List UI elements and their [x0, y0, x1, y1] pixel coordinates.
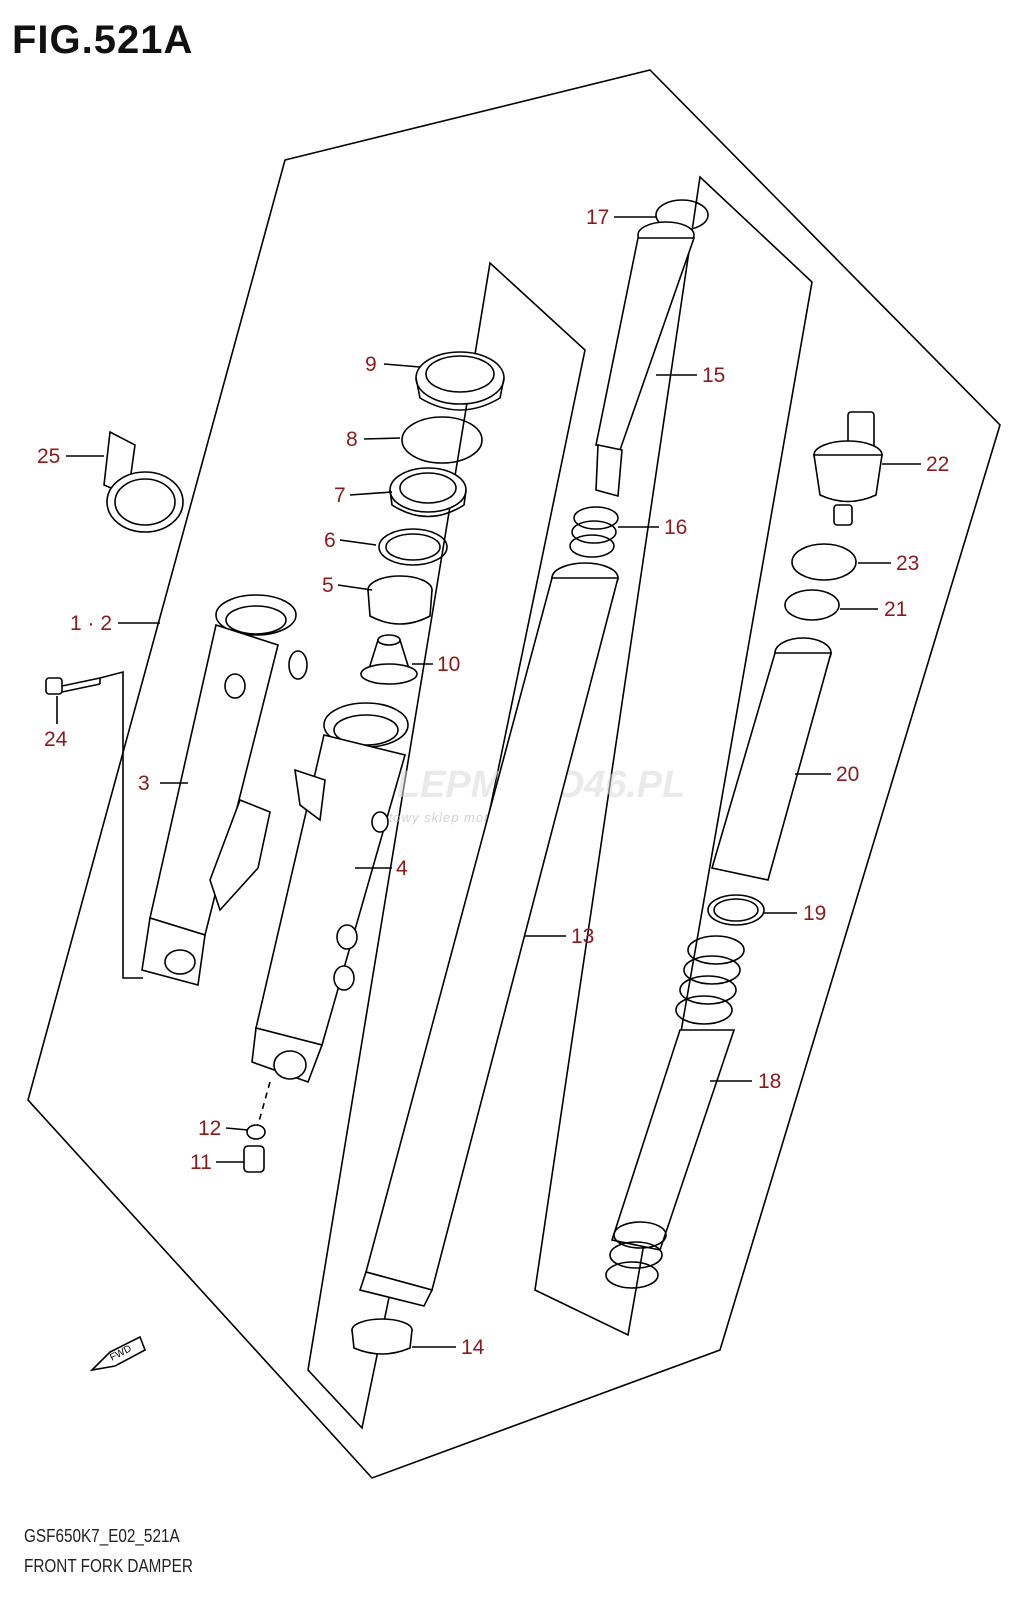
callout-label-inner-tube: 13	[571, 925, 594, 948]
callout-label-spacer: 20	[836, 763, 859, 786]
callout-label-outer-tube-assembly: 1 · 2	[70, 612, 112, 635]
callout-leader-oil-seal-stopper-ring	[363, 437, 401, 440]
callout-leader-dust-seal	[383, 363, 421, 368]
callout-label-fork-spring: 18	[758, 1070, 781, 1093]
oil-lock-piece-part	[360, 634, 418, 685]
slide-bushing-part	[351, 1318, 413, 1355]
callout-label-oil-lock-piece: 10	[437, 653, 460, 676]
inner-tube-part	[358, 562, 620, 1307]
callout-label-dust-seal: 9	[365, 353, 377, 376]
callout-label-outer-tube-left: 3	[138, 772, 150, 795]
rebound-spring-part	[569, 506, 619, 558]
damper-rod-part	[595, 221, 696, 498]
fork-spring-part	[605, 935, 745, 1289]
bushing-part	[367, 575, 433, 625]
oil-seal-part	[389, 467, 467, 518]
callout-label-hose-guide: 25	[37, 445, 60, 468]
dust-seal-part	[415, 351, 505, 411]
callout-label-damper-rod: 15	[702, 364, 725, 387]
callout-label-slide-bushing: 14	[461, 1336, 485, 1359]
forward-arrow-icon: FWD	[89, 1335, 147, 1372]
callout-layer: 1 · 2 3 4 5 6 7 8 9 10 11 12 13 14 15 16 17 18 19 20 21 22 23…	[37, 206, 949, 1359]
callout-label-spring-seat: 19	[803, 902, 826, 925]
o-ring-part	[791, 543, 857, 581]
callout-label-o-ring: 23	[896, 552, 919, 575]
callout-leader-washer	[339, 539, 377, 546]
callout-label-bushing: 5	[322, 574, 334, 597]
stopper-ring-part	[401, 416, 483, 464]
callout-label-outer-tube-right: 4	[396, 857, 408, 880]
callout-label-rebound-spring: 16	[664, 516, 687, 539]
gasket-part	[246, 1124, 266, 1140]
left-outer-tube-part	[141, 594, 308, 987]
callout-leader-gasket	[225, 1127, 249, 1131]
hose-guide-part	[103, 430, 184, 533]
figure-code: GSF650K7_E02_521A	[24, 1526, 180, 1546]
cap-bolt-part	[813, 411, 883, 526]
damper-panel	[534, 175, 813, 1337]
callout-label-piston-ring: 17	[586, 206, 609, 229]
spring-seat-part	[707, 894, 765, 926]
inner-tube-panel	[307, 261, 586, 1430]
figure-name: FRONT FORK DAMPER	[24, 1556, 193, 1576]
bolt-part	[45, 677, 101, 695]
callout-label-oil-seal-stopper-ring: 8	[346, 428, 358, 451]
callout-leader-bushing	[337, 584, 373, 591]
callout-label-bolt: 24	[44, 728, 68, 751]
damper-bolt-part	[243, 1145, 265, 1173]
right-outer-tube-part	[251, 702, 409, 1084]
spacer-part	[710, 637, 833, 881]
upper-washer-part	[784, 589, 840, 621]
assembly-frame-outer	[27, 69, 1001, 1479]
callout-label-washer: 6	[324, 529, 336, 552]
callout-label-damper-rod-bolt: 11	[190, 1151, 212, 1174]
washer-part	[378, 528, 448, 566]
callout-label-gasket: 12	[198, 1117, 221, 1140]
callout-label-washer: 21	[884, 598, 907, 621]
callout-leader-oil-seal	[349, 491, 393, 496]
callout-label-oil-seal: 7	[334, 484, 346, 507]
callout-label-cap-bolt: 22	[926, 453, 949, 476]
figure-title: FIG.521A	[12, 18, 194, 62]
